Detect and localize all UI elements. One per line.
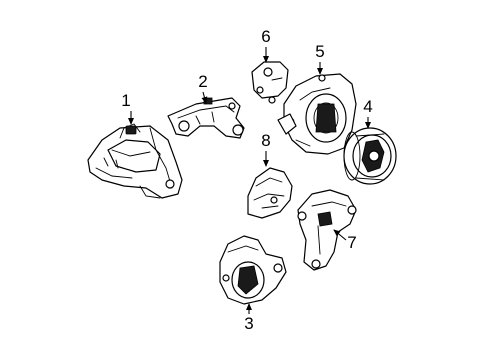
callout-7-label: 7: [347, 233, 356, 252]
callout-3-label: 3: [244, 314, 253, 333]
part-1-transmission-mount: [87, 123, 183, 199]
callout-4-label: 4: [363, 97, 372, 116]
part-8-heat-shield: [247, 167, 293, 219]
callout-5: 5: [315, 42, 325, 75]
callout-7-leader: [333, 229, 347, 241]
callout-4: 4: [363, 97, 373, 129]
callout-6: 6: [261, 27, 271, 63]
callout-7: 7: [333, 229, 357, 252]
part-6-small-bracket: [251, 61, 289, 104]
part-4-round-mount: [343, 127, 397, 185]
callout-1-label: 1: [121, 91, 130, 110]
callout-2-leader: [201, 91, 208, 104]
callout-3: 3: [244, 303, 254, 333]
callout-5-label: 5: [315, 42, 324, 61]
callout-8: 8: [261, 131, 271, 167]
part-3-lower-mount: [219, 235, 287, 305]
part-2-mount-bracket: [167, 97, 245, 139]
callout-8-label: 8: [261, 131, 270, 150]
part-5-engine-mount: [277, 73, 357, 155]
callout-2: 2: [198, 72, 208, 104]
part-7-mount-bracket: [297, 189, 357, 271]
callout-6-label: 6: [261, 27, 270, 46]
callout-2-label: 2: [198, 72, 207, 91]
callout-1: 1: [121, 91, 134, 125]
